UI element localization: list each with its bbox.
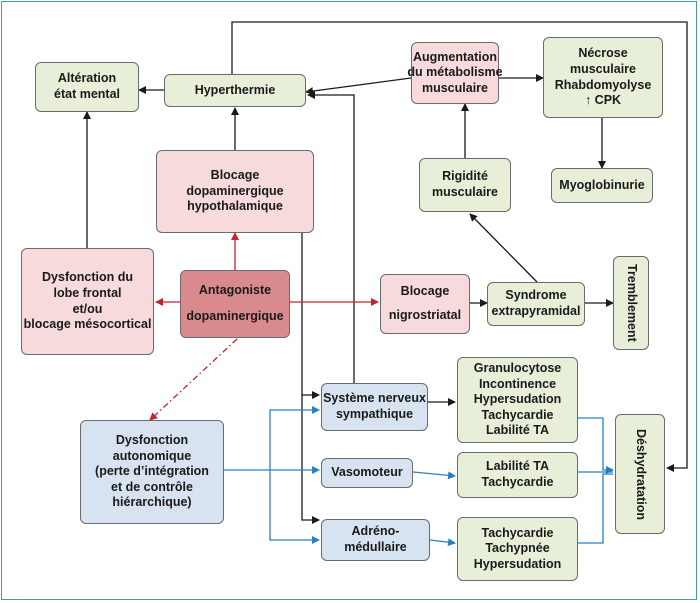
arrow-sympathique-hyperthermie	[307, 91, 355, 383]
arrow-tachy-deshydratation	[578, 473, 613, 544]
arrow-blocage-sympathique	[301, 232, 320, 399]
node-vasomoteur: Vasomoteur	[321, 458, 413, 488]
arrow-autonomique-adreno	[269, 470, 320, 544]
arrow-blocage-adreno	[301, 395, 320, 524]
node-myoglobinurie: Myoglobinurie	[551, 168, 653, 203]
node-tremblement: Tremblement	[613, 256, 649, 350]
arrow-vasomoteur-labilite	[412, 471, 456, 480]
arrow-augmentation-hyperthermie	[305, 77, 412, 96]
arrow-top-loop-deshydratation	[231, 21, 688, 472]
arrow-autonomique-sympathique	[269, 406, 320, 470]
node-adreno-medullaire: Adréno-médullaire	[321, 519, 430, 561]
node-hyperthermie: Hyperthermie	[164, 74, 306, 107]
arrow-antagoniste-autonomique	[149, 338, 238, 421]
node-deshydratation: Déshydratation	[615, 414, 665, 534]
arrow-syndrome-rigidite	[469, 213, 538, 283]
arrow-adreno-tachy	[429, 538, 456, 547]
arrow-granulocytose-deshydratation	[578, 417, 614, 474]
